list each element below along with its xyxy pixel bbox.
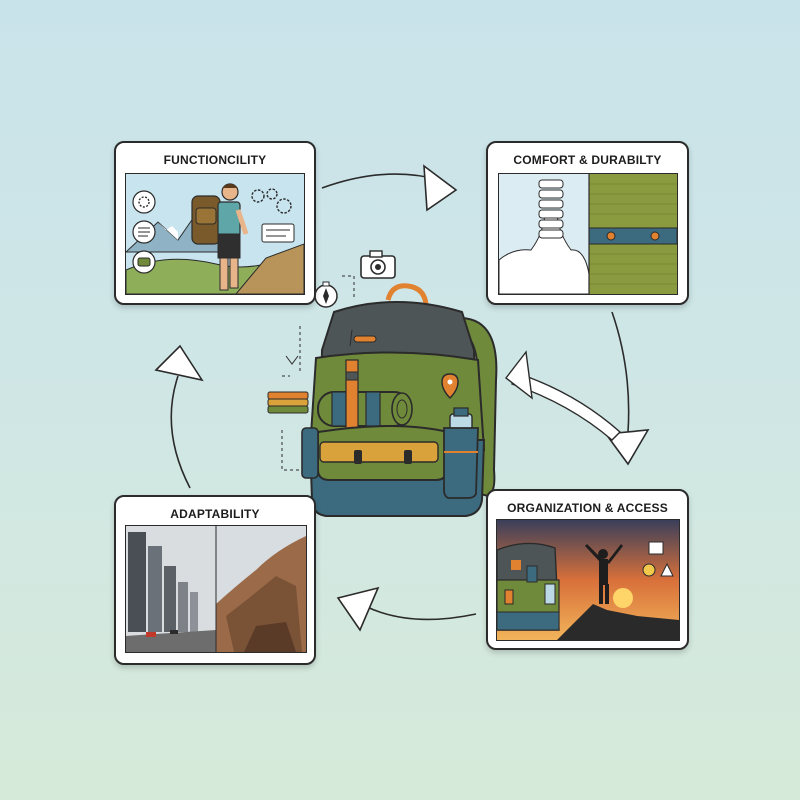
arrow-bottom-head (336, 586, 380, 632)
compass-icon (314, 281, 338, 308)
arrow-top-head (423, 164, 458, 212)
card-title-adaptability: ADAPTABILITY (170, 507, 260, 521)
card-title-comfort: COMFORT & DURABILTY (513, 153, 662, 167)
spine-fabric-illustration (498, 173, 678, 295)
arrow-left (170, 375, 191, 489)
gear-icon (132, 190, 156, 214)
card-organization-access: ORGANIZATION & ACCESS (486, 489, 689, 650)
hiker-illustration (125, 173, 305, 295)
card-title-organization: ORGANIZATION & ACCESS (507, 501, 668, 515)
card-comfort-durability: COMFORT & DURABILTY (486, 141, 689, 305)
map-pin-icon (441, 373, 459, 399)
arrow-bottom (364, 605, 477, 621)
folded-clothes-icon (267, 391, 309, 414)
card-title-functionality: FUNCTIONCILITY (163, 153, 267, 167)
arrow-right-head (604, 429, 650, 466)
dashed-guide (281, 275, 355, 471)
city-mountain-illustration (125, 525, 307, 653)
double-arrow-head-left (505, 350, 533, 400)
double-arrow (511, 371, 622, 441)
arrow-right (611, 311, 630, 433)
bedroll (317, 391, 413, 427)
arrow-left-head (154, 344, 204, 382)
summit-illustration (496, 519, 680, 641)
guide-arrow (285, 355, 299, 365)
person-victory-icon (585, 544, 623, 604)
card-adaptability: ADAPTABILITY (114, 495, 316, 665)
camera-icon (360, 250, 396, 279)
device-icon (132, 250, 156, 274)
spine-icon (538, 179, 564, 239)
checklist-icon (132, 220, 156, 244)
top-handle (385, 283, 429, 305)
card-functionality: FUNCTIONCILITY (114, 141, 316, 305)
